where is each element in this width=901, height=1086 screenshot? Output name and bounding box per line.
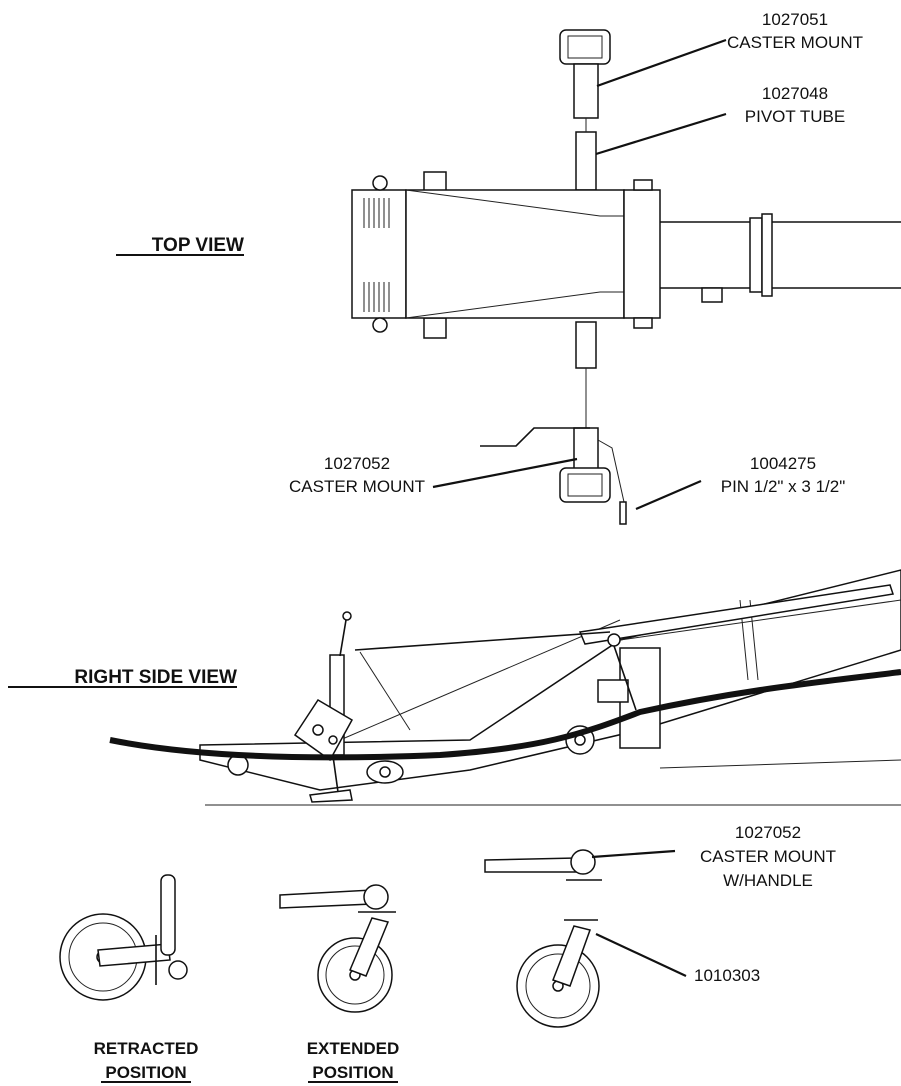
callout-caster-handle-desc2: W/HANDLE — [723, 871, 813, 890]
callout-pivot-tube-desc: PIVOT TUBE — [745, 107, 845, 126]
callout-caster-handle-part: 1027052 — [735, 823, 801, 842]
callout-pin-desc: PIN 1/2" x 3 1/2" — [721, 477, 846, 496]
callout-caster-handle-desc: CASTER MOUNT — [700, 847, 836, 866]
caster-handle-drawing — [484, 849, 602, 881]
caster-retracted-drawing — [59, 874, 188, 1001]
top-view-title: TOP VIEW — [152, 235, 244, 256]
caster-extended-drawing — [279, 884, 396, 1013]
callout-caster-mount-bottom-desc: CASTER MOUNT — [289, 477, 425, 496]
side-view-title: RIGHT SIDE VIEW — [74, 667, 237, 688]
callout-pin-part: 1004275 — [750, 454, 816, 473]
callout-caster-mount-top-desc: CASTER MOUNT — [727, 33, 863, 52]
callout-wheel-part: 1010303 — [694, 966, 760, 985]
caster-wheel-drawing — [516, 919, 600, 1028]
extended-label-line2: POSITION — [312, 1063, 393, 1082]
top-view-drawing — [351, 29, 901, 525]
retracted-label-line2: POSITION — [105, 1063, 186, 1082]
leader-lines — [432, 38, 727, 977]
side-view-drawing — [109, 569, 901, 806]
retracted-label-line1: RETRACTED — [94, 1039, 199, 1058]
callout-pivot-tube-part: 1027048 — [762, 84, 828, 103]
callout-caster-mount-top-part: 1027051 — [762, 10, 828, 29]
extended-label-line1: EXTENDED — [307, 1039, 400, 1058]
callout-caster-mount-bottom-part: 1027052 — [324, 454, 390, 473]
